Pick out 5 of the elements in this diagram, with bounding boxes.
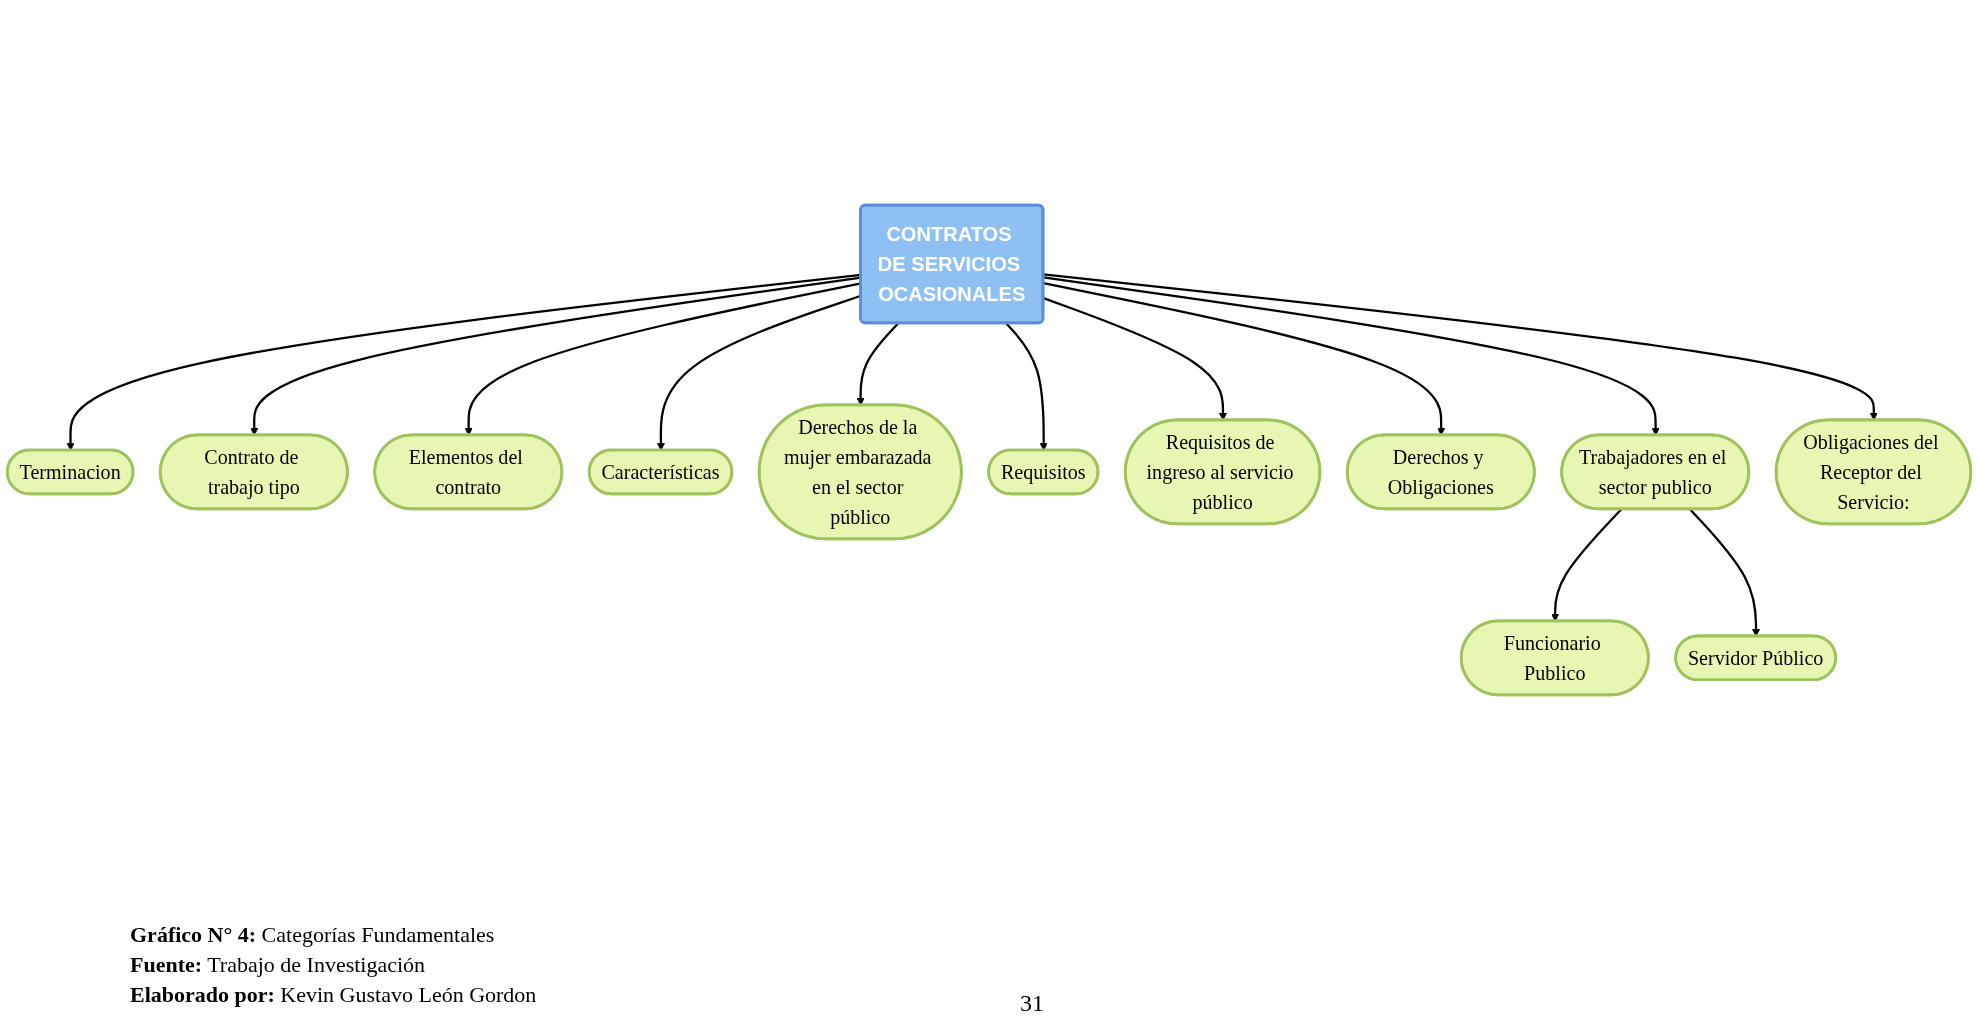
source-note: Elaborado por: Kevin Gustavo León Gordon (130, 981, 537, 1009)
page-number: 31 (1020, 990, 1044, 1017)
source-note: Fuente: Trabajo de Investigación (130, 951, 426, 979)
source-note: Gráfico N° 4: Categorías Fundamentales (130, 921, 495, 949)
arrow (1005, 322, 1048, 451)
